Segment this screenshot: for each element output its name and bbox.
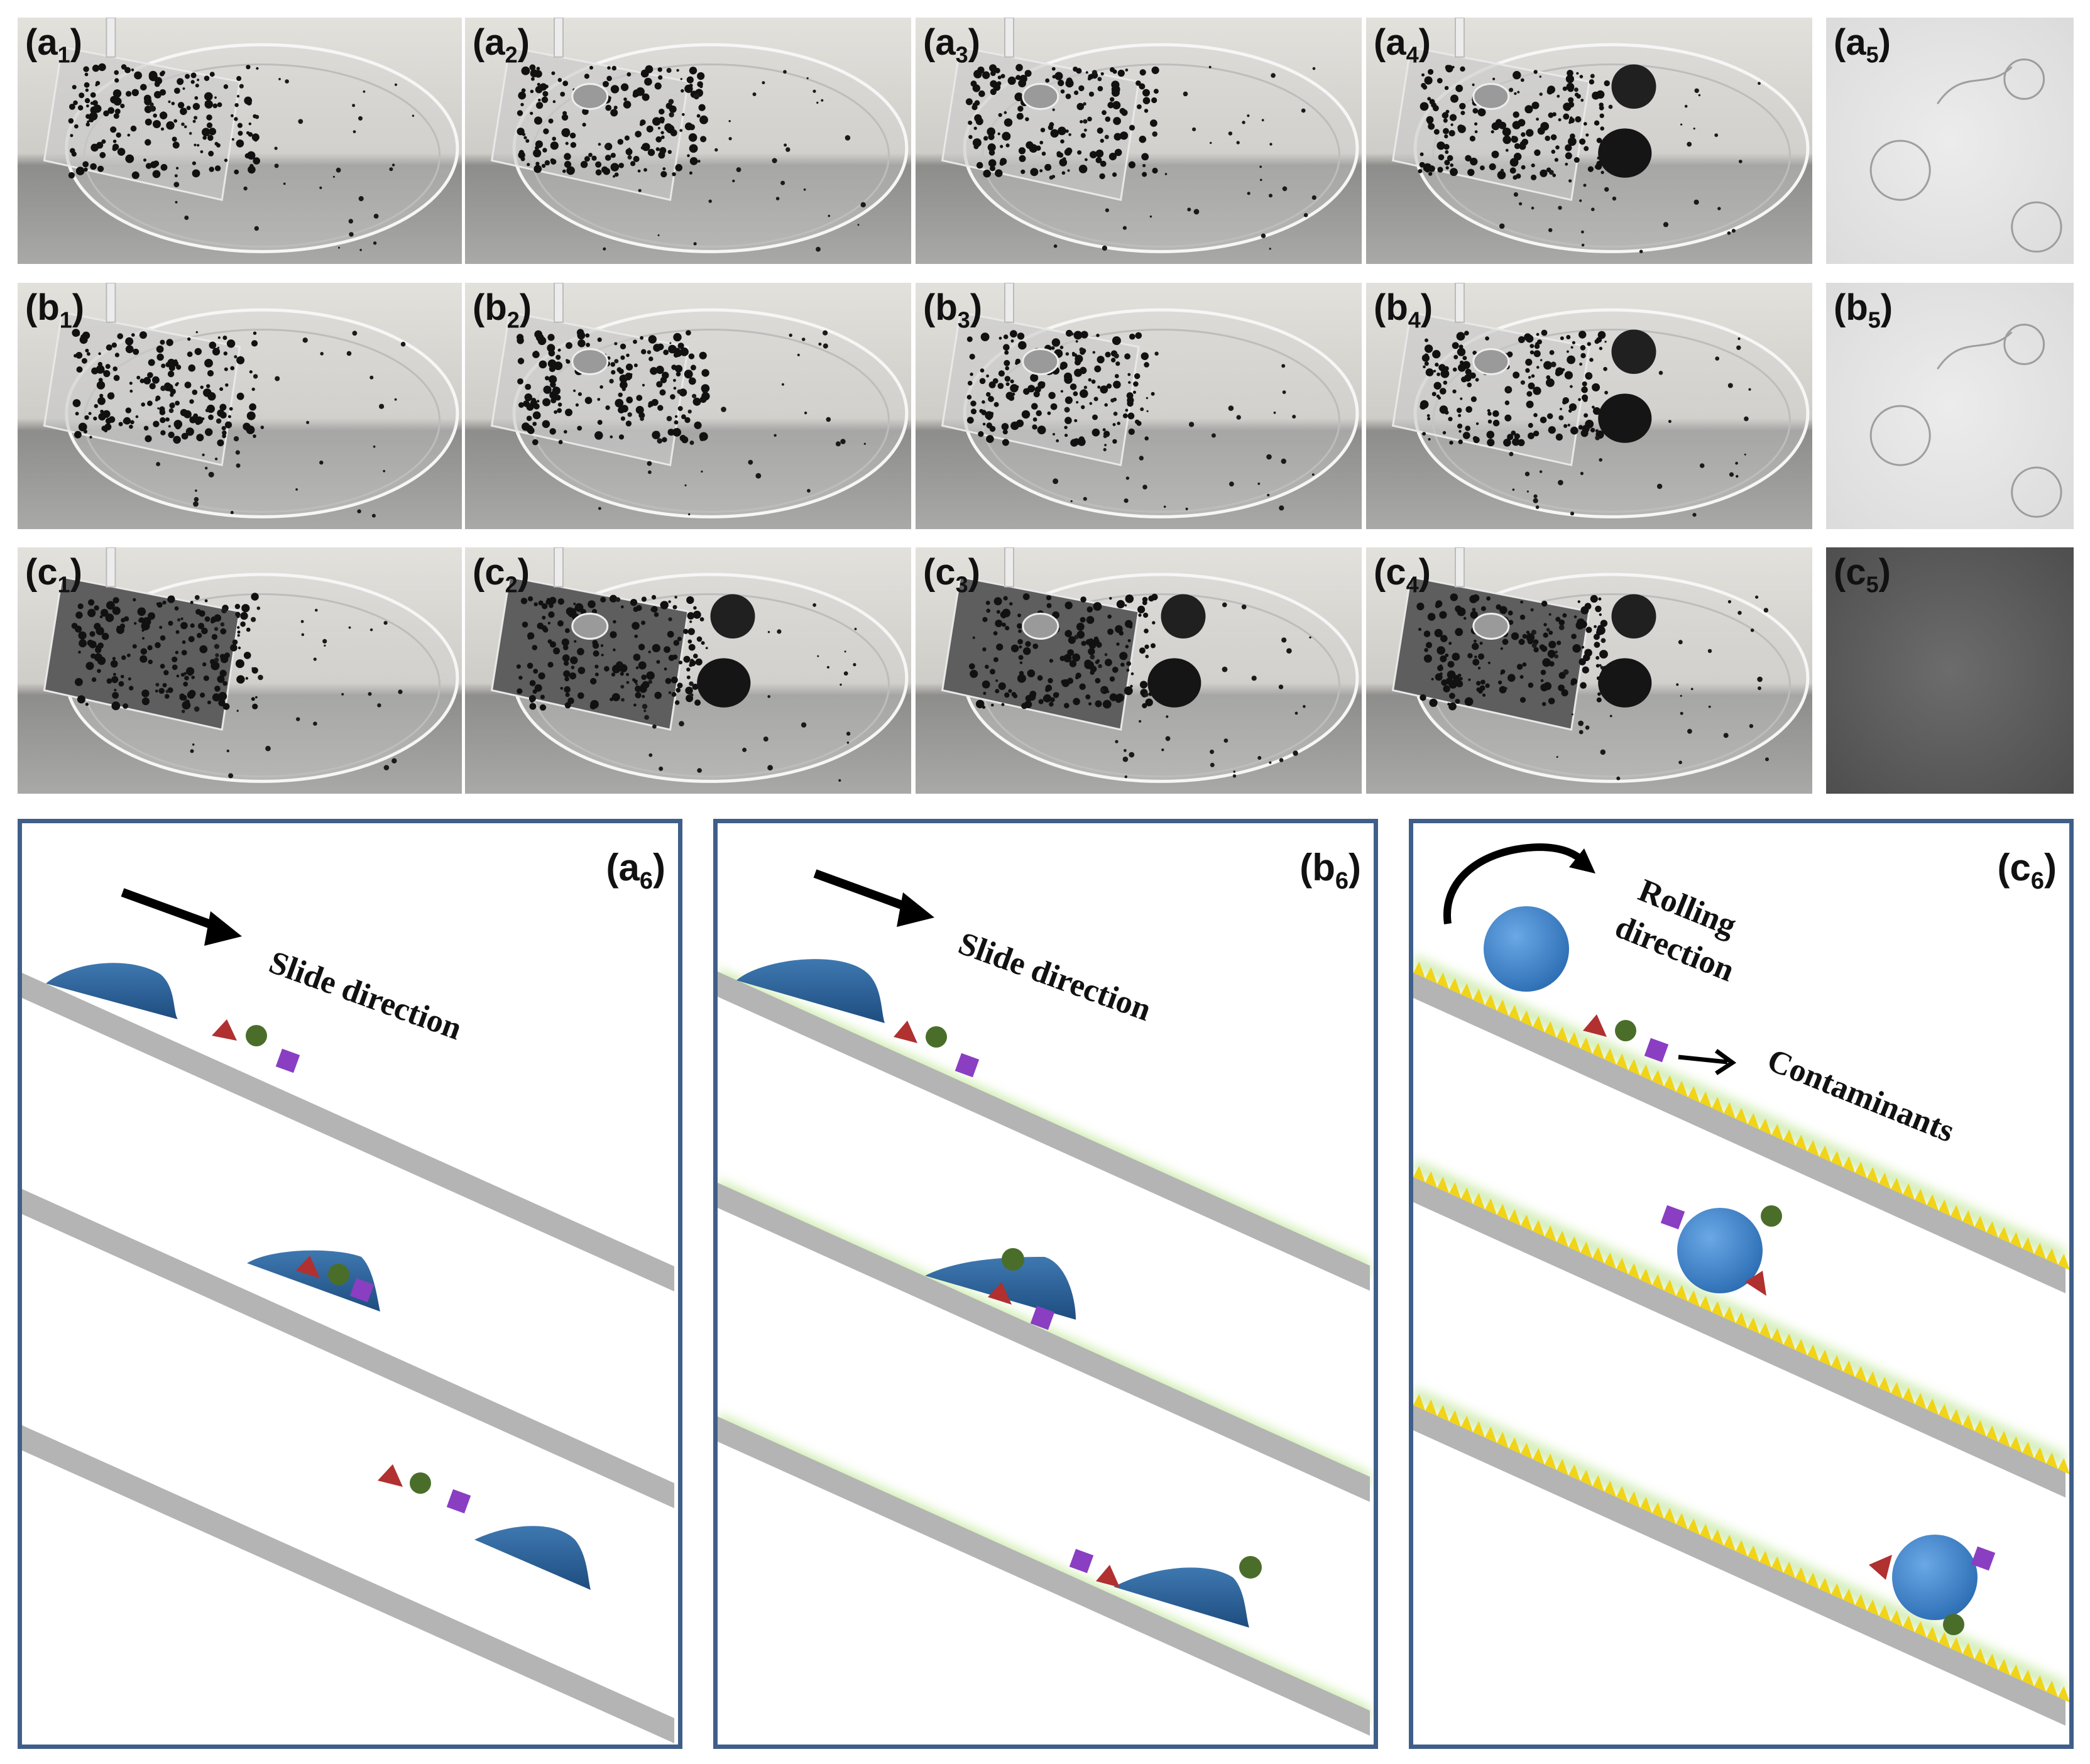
panel-label-c2: (c2) [473, 552, 530, 598]
circle-contaminant [328, 1264, 349, 1285]
photo-panel-b3: (b3) [916, 283, 1362, 529]
circle-contaminant [1615, 1020, 1636, 1041]
panel-label-b4: (b4) [1374, 287, 1433, 333]
circle-contaminant [926, 1026, 947, 1048]
water-sphere [1484, 906, 1569, 992]
panel-label-c6: (c6) [1997, 846, 2057, 894]
photo-panel-a2: (a2) [465, 18, 911, 264]
water-droplet [247, 1250, 380, 1312]
photo-panel-b2: (b2) [465, 283, 911, 529]
photo-panel-b5: (b5) [1826, 283, 2074, 529]
photo-panel-a1: (a1) [18, 18, 462, 264]
diagram-c6-svg: Rolling direction Contaminants [1413, 843, 2069, 1726]
contaminants-arrow-icon [1678, 1049, 1737, 1075]
panel-label-c3: (c3) [923, 552, 980, 598]
triangle-contaminant [1869, 1555, 1892, 1580]
circle-contaminant [1239, 1556, 1262, 1579]
panel-label-a6: (a6) [606, 846, 665, 894]
square-contaminant [1644, 1038, 1669, 1063]
diagram-panel-c6: Rolling direction Contaminants (c6) [1409, 819, 2074, 1749]
lubricated-substrate-plate [718, 972, 1370, 1291]
panel-label-b6: (b6) [1299, 846, 1361, 894]
panel-label-c4: (c4) [1374, 552, 1431, 598]
square-contaminant [275, 1048, 300, 1073]
diagram-a6-svg: Slide direction [22, 888, 674, 1743]
square-contaminant [955, 1053, 980, 1078]
triangle-contaminant [894, 1021, 917, 1043]
superhydrophobic-substrate-plate [1413, 1177, 2065, 1498]
slide-direction-label: Slide direction [265, 945, 466, 1047]
water-sphere [1892, 1535, 1978, 1620]
circle-contaminant [246, 1025, 267, 1046]
photo-panel-c4: (c4) [1366, 547, 1812, 794]
diagram-b6-svg: Slide direction [718, 869, 1370, 1736]
panel-label-b1: (b1) [25, 287, 85, 333]
circle-contaminant [1943, 1614, 1964, 1635]
photo-panel-a5: (a5) [1826, 18, 2074, 264]
micro-nano-structure [1413, 961, 2069, 1702]
water-sphere [1677, 1208, 1763, 1293]
square-contaminant [1971, 1546, 1996, 1571]
triangle-contaminant [1583, 1014, 1607, 1037]
panel-label-a5: (a5) [1834, 22, 1891, 68]
water-droplet [474, 1526, 591, 1590]
square-contaminant [1030, 1305, 1055, 1330]
slide-arrow-icon [813, 869, 934, 927]
photo-panel-b1: (b1) [18, 283, 462, 529]
substrate-plate [22, 973, 674, 1291]
photo-panel-b4: (b4) [1366, 283, 1812, 529]
water-droplet [1113, 1567, 1249, 1628]
circle-contaminant [1002, 1248, 1024, 1271]
photo-panel-c1: (c1) [18, 547, 462, 794]
panel-label-c5: (c5) [1834, 552, 1891, 598]
triangle-contaminant [212, 1019, 237, 1041]
rolling-arrowhead-icon [1569, 848, 1595, 874]
panel-label-b3: (b3) [923, 287, 983, 333]
triangle-contaminant [1745, 1271, 1766, 1296]
panel-label-b5: (b5) [1834, 287, 1893, 333]
slide-direction-label: Slide direction [954, 926, 1156, 1028]
slide-arrow-icon [121, 888, 242, 946]
superhydrophobic-substrate-plate [1413, 973, 2065, 1293]
superhydrophobic-substrate-plate [1413, 1405, 2065, 1726]
triangle-contaminant [378, 1464, 403, 1487]
rolling-arrow-icon [1443, 843, 1587, 924]
lubricated-substrate-plate [718, 1183, 1370, 1502]
panel-label-b2: (b2) [473, 287, 532, 333]
panel-label-a1: (a1) [25, 22, 82, 68]
panel-label-a2: (a2) [473, 22, 530, 68]
lubricated-substrate-plate [718, 1416, 1370, 1736]
substrate-plate [22, 1425, 674, 1743]
panel-label-a4: (a4) [1374, 22, 1431, 68]
square-contaminant [1660, 1205, 1685, 1230]
panel-label-c1: (c1) [25, 552, 82, 598]
water-droplet [46, 963, 178, 1019]
circle-contaminant [1761, 1205, 1782, 1227]
photo-panel-a4: (a4) [1366, 18, 1812, 264]
photo-panel-c2: (c2) [465, 547, 911, 794]
triangle-contaminant [296, 1256, 320, 1278]
triangle-contaminant [1096, 1565, 1120, 1587]
diagram-panel-b6: Slide direction (b6) [713, 819, 1378, 1749]
photo-panel-c5: (c5) [1826, 547, 2074, 794]
photo-panel-c3: (c3) [916, 547, 1362, 794]
square-contaminant [446, 1489, 471, 1514]
square-contaminant [349, 1278, 375, 1303]
photo-panel-a3: (a3) [916, 18, 1362, 264]
circle-contaminant [410, 1472, 431, 1494]
diagram-panel-a6: Slide direction (a6) [18, 819, 682, 1749]
panel-label-a3: (a3) [923, 22, 980, 68]
triangle-contaminant [988, 1282, 1012, 1305]
substrate-plate [22, 1189, 674, 1508]
square-contaminant [1069, 1548, 1094, 1574]
water-droplet [736, 959, 885, 1023]
